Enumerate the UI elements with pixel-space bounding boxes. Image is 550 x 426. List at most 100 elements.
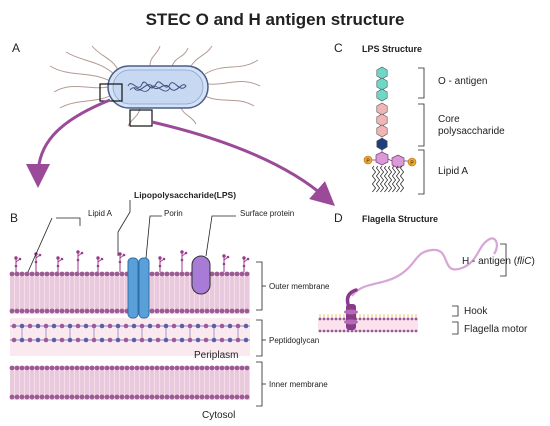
hook-label: Hook	[464, 306, 488, 317]
lps-sugar	[222, 262, 226, 266]
fatty-acid-tail	[379, 165, 385, 193]
lps-sugar	[184, 251, 188, 255]
glycan-unit	[67, 323, 73, 329]
inner-membrane-band	[10, 366, 250, 400]
lps-sugar	[118, 252, 122, 256]
glycan-unit	[131, 337, 137, 343]
lipid-head	[74, 394, 80, 400]
lipid-head	[19, 365, 25, 371]
h-antigen-gene: fliC	[517, 256, 532, 267]
glycan-unit	[187, 323, 193, 329]
lipid-head	[209, 308, 215, 314]
lipid-head	[214, 365, 220, 371]
lipid-head	[129, 394, 135, 400]
lipid-head	[322, 329, 326, 333]
lipid-head	[34, 365, 40, 371]
lipid-head	[386, 317, 390, 321]
glycan-unit	[147, 337, 153, 343]
glycan-unit	[99, 337, 105, 343]
h-antigen-label: H - antigen (fliC)	[462, 256, 535, 267]
lipid-head	[229, 271, 235, 277]
phosphate-right	[407, 157, 417, 167]
lipid-head	[382, 329, 386, 333]
lipid-head	[414, 317, 418, 321]
lipid-head	[79, 271, 85, 277]
lps-sugar	[100, 257, 104, 261]
lipid-head	[354, 329, 358, 333]
surface-protein	[191, 255, 211, 295]
lipid-head	[244, 271, 250, 277]
lipid-head	[174, 394, 180, 400]
membrane-brackets	[256, 261, 266, 407]
lipid-head	[74, 365, 80, 371]
lps-sugar	[60, 257, 64, 261]
outer-membrane-tails	[10, 277, 249, 309]
glycan-unit	[91, 323, 97, 329]
panel-label-c: C	[334, 41, 343, 55]
phosphate-right-label: P	[410, 161, 414, 167]
lipid-head	[59, 308, 65, 314]
flagella-brackets	[452, 243, 507, 335]
glycan-unit	[195, 337, 201, 343]
lipid-head	[194, 308, 200, 314]
glycan-unit	[219, 337, 225, 343]
lipid-head	[49, 308, 55, 314]
glycan-unit	[11, 323, 17, 329]
glycan-unit	[179, 337, 185, 343]
lipid-head	[362, 317, 366, 321]
glycan-unit	[243, 323, 249, 329]
lipid-head	[114, 271, 120, 277]
lipid-head	[144, 394, 150, 400]
lipid-head	[114, 308, 120, 314]
lipid-head	[64, 365, 70, 371]
lipid-a-callout-line	[56, 217, 81, 226]
lipid-head	[154, 365, 160, 371]
lipid-head	[69, 394, 75, 400]
lipid-head	[29, 308, 35, 314]
lipid-head	[19, 308, 25, 314]
glycan-unit	[179, 323, 185, 329]
glycan-unit	[171, 323, 177, 329]
glycan-unit	[19, 337, 25, 343]
lipid-head	[322, 317, 326, 321]
lipid-head	[139, 394, 145, 400]
lps-sugar	[76, 258, 80, 262]
lps-sugar	[34, 260, 38, 264]
lipid-head	[199, 365, 205, 371]
h-antigen-prefix: H - antigen (	[462, 256, 518, 267]
lipid-head	[59, 271, 65, 277]
lipid-head	[378, 329, 382, 333]
lipid-head	[49, 365, 55, 371]
lipid-head	[94, 308, 100, 314]
lipid-head	[219, 365, 225, 371]
lipid-head	[189, 394, 195, 400]
lipid-head	[386, 329, 390, 333]
lipid-head	[318, 329, 322, 333]
lipid-head	[24, 365, 30, 371]
lps-chains	[14, 250, 250, 272]
lps-sugar	[246, 257, 250, 261]
lipid-head	[44, 365, 50, 371]
lipid-head	[169, 365, 175, 371]
lipid-head	[234, 394, 240, 400]
lps-sugar-stack	[376, 66, 388, 153]
lipid-head	[224, 271, 230, 277]
lipid-head	[144, 365, 150, 371]
lps-sugar	[14, 256, 18, 260]
lipid-head	[234, 271, 240, 277]
lipid-head	[24, 308, 30, 314]
lipid-head	[318, 317, 322, 321]
lipid-a-label: Lipid A	[88, 209, 113, 218]
lipid-head	[154, 394, 160, 400]
fatty-acid-tail	[395, 165, 401, 193]
lipid-a-base: P P	[363, 151, 417, 193]
lipid-head	[79, 394, 85, 400]
lipid-head	[84, 308, 90, 314]
lipid-head	[330, 329, 334, 333]
lipid-head	[229, 308, 235, 314]
lipid-head	[244, 308, 250, 314]
flagella-membrane-patch	[318, 314, 418, 333]
glycan-unit	[219, 323, 225, 329]
lipid-head	[398, 317, 402, 321]
flagellar-hook	[345, 288, 358, 306]
